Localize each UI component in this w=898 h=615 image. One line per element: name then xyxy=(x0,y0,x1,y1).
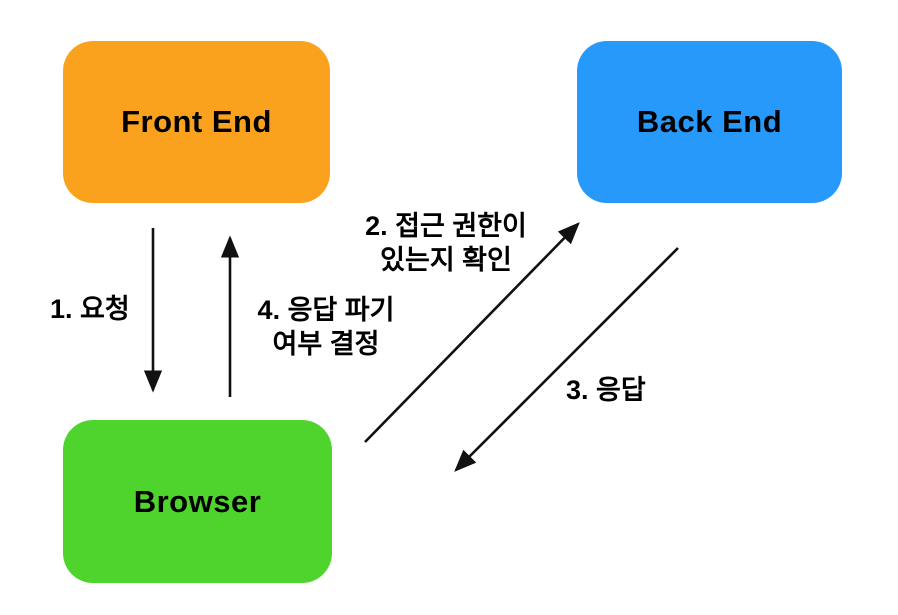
edge-label-discard-decision-line2: 여부 결정 xyxy=(272,329,380,360)
node-browser: Browser xyxy=(63,420,332,583)
arrow-auth-check xyxy=(364,222,580,443)
edge-label-auth-check: 2. 접근 권한이 있는지 확인 xyxy=(365,209,527,278)
node-browser-label: Browser xyxy=(133,483,262,519)
edge-label-request: 1. 요청 xyxy=(50,294,130,324)
edge-label-response: 3. 응답 xyxy=(566,375,646,405)
edge-label-discard-decision-line1: 4. 응답 파기 xyxy=(257,295,395,325)
edge-label-discard-decision: 4. 응답 파기 여부 결정 xyxy=(258,293,395,362)
edge-label-auth-check-line2: 있는지 확인 xyxy=(380,245,512,276)
node-front-end: Front End xyxy=(63,41,330,203)
node-back-end-label: Back End xyxy=(636,104,783,139)
node-back-end: Back End xyxy=(577,41,842,203)
edge-label-auth-check-line1: 2. 접근 권한이 xyxy=(365,211,527,241)
arrow-response xyxy=(454,247,679,472)
node-front-end-label: Front End xyxy=(121,104,272,139)
